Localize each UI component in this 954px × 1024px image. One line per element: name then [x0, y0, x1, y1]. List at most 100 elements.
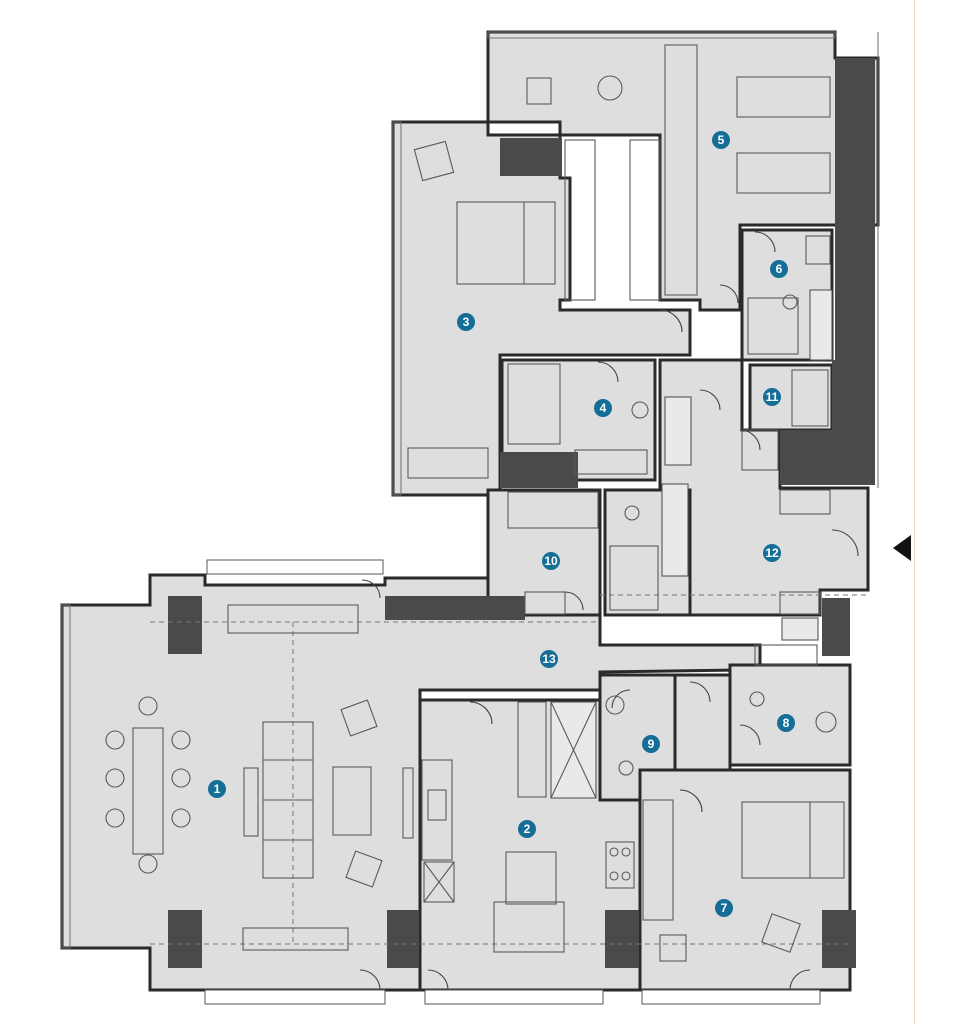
room-number-6: 6 — [776, 262, 783, 276]
window-north-living — [206, 559, 384, 575]
east-core-wall — [780, 58, 875, 485]
shaft-10b — [661, 483, 689, 577]
shaft-x2 — [550, 701, 597, 799]
room-marker-10[interactable]: 10 — [542, 552, 560, 570]
room-marker-9[interactable]: 9 — [642, 735, 660, 753]
room-number-9: 9 — [648, 737, 655, 751]
column-east — [822, 598, 850, 656]
room-marker-2[interactable]: 2 — [518, 820, 536, 838]
door-kitchen — [469, 701, 493, 725]
door-7 — [679, 789, 703, 813]
wardrobe-7 — [642, 799, 674, 921]
door-entrance — [831, 529, 859, 557]
sink-8 — [815, 711, 837, 733]
room-marker-1[interactable]: 1 — [208, 780, 226, 798]
window-south-kitchen — [424, 989, 604, 1005]
wall-block-3-lower — [500, 452, 578, 488]
armchair-7 — [761, 913, 801, 953]
wc-8 — [749, 691, 765, 707]
coffee-table — [332, 766, 372, 836]
room-marker-4[interactable]: 4 — [594, 399, 612, 417]
door-7-south — [789, 969, 811, 991]
cooktop — [605, 841, 635, 889]
page-edge-line — [914, 0, 915, 1024]
room-marker-6[interactable]: 6 — [770, 260, 788, 278]
column-s2 — [605, 910, 639, 968]
hall-wardrobe-south — [779, 591, 821, 615]
column-s3 — [822, 910, 856, 968]
room-11-area[interactable] — [748, 363, 834, 432]
frame-west-bedroom3 — [392, 121, 402, 496]
kitchen-counter — [421, 759, 453, 861]
room-number-1: 1 — [214, 782, 221, 796]
shower-10b — [609, 545, 659, 611]
shaft-4 — [664, 396, 692, 466]
dashed-lines — [150, 594, 870, 945]
bed-7 — [741, 801, 845, 879]
room-marker-12[interactable]: 12 — [763, 544, 781, 562]
room-number-13: 13 — [542, 652, 556, 666]
wc-5 — [526, 77, 552, 105]
door-9 — [611, 689, 631, 709]
room-3-area[interactable] — [391, 120, 692, 497]
door-6 — [754, 231, 776, 253]
column-nw — [168, 596, 202, 654]
shower-6 — [747, 297, 799, 355]
room-number-7: 7 — [721, 901, 728, 915]
wc-10b — [624, 505, 640, 521]
door-living-south — [359, 969, 381, 991]
room-marker-13[interactable]: 13 — [540, 650, 558, 668]
kitchen-table — [505, 851, 557, 905]
room-10-area[interactable] — [486, 488, 602, 617]
sofa-south — [242, 927, 349, 951]
corridor-east-area[interactable] — [673, 673, 732, 772]
room-7-area[interactable] — [638, 768, 852, 992]
armchair-south — [345, 850, 383, 888]
wardrobe-5a — [664, 44, 698, 296]
frame-north-5 — [487, 31, 836, 39]
room-number-8: 8 — [783, 716, 790, 730]
room-marker-3[interactable]: 3 — [457, 313, 475, 331]
structural-walls — [168, 58, 875, 968]
sink-9 — [605, 695, 625, 715]
door-corridor — [689, 681, 711, 703]
room-marker-7[interactable]: 7 — [715, 899, 733, 917]
room-marker-8[interactable]: 8 — [777, 714, 795, 732]
wall-block-3-upper — [500, 138, 562, 176]
tv-console — [243, 767, 259, 837]
shelf-11 — [791, 369, 829, 427]
door-kitchen-south — [427, 969, 449, 991]
wall-block-center — [385, 596, 525, 620]
door-5 — [719, 284, 739, 304]
bench-3 — [407, 447, 489, 479]
door-11 — [739, 429, 761, 451]
door-8 — [739, 724, 761, 746]
room-number-5: 5 — [718, 133, 725, 147]
glazing — [61, 31, 879, 1005]
sink-6 — [805, 235, 831, 265]
room-marker-11[interactable]: 11 — [763, 388, 781, 406]
room-marker-5[interactable]: 5 — [712, 131, 730, 149]
hall-wardrobe — [779, 489, 831, 515]
wc-9 — [618, 760, 634, 776]
dining-chairs — [105, 696, 191, 874]
bathtub-4 — [507, 363, 561, 445]
floor-areas — [60, 30, 880, 992]
entrance-arrow-icon — [893, 535, 911, 561]
room-number-10: 10 — [544, 554, 558, 568]
doors — [359, 231, 859, 991]
kitchen-cabinets — [517, 701, 547, 798]
chair-5 — [597, 75, 623, 101]
wardrobe-10 — [524, 591, 566, 615]
door-4 — [597, 361, 619, 383]
fridge — [423, 861, 455, 903]
room-number-3: 3 — [463, 315, 470, 329]
shaft-6 — [809, 289, 833, 361]
wc-6 — [782, 294, 798, 310]
furniture — [105, 44, 845, 962]
room-number-2: 2 — [524, 822, 531, 836]
column-s1 — [387, 910, 419, 968]
door-3 — [659, 309, 683, 333]
bed-10 — [507, 491, 599, 529]
